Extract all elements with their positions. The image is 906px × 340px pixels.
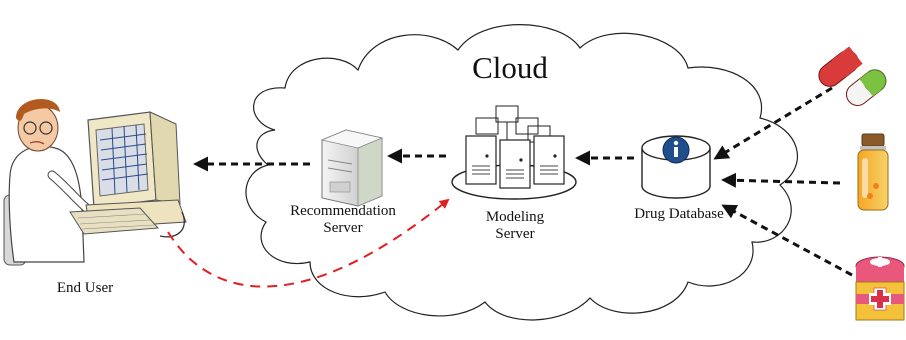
- modeling-server-label: Modeling Server: [470, 209, 560, 243]
- arrow-pillbox-to-database: [721, 204, 853, 277]
- modeling-server-label-line2: Server: [495, 226, 535, 242]
- arrow-user-feedback-to-modeling: [167, 198, 450, 288]
- arrow-bottle-to-database: [721, 172, 841, 188]
- info-database-icon: [641, 135, 711, 199]
- user-at-computer-icon: [3, 99, 187, 266]
- server-icon: [320, 129, 384, 207]
- pill-bottle-icon: [857, 133, 889, 211]
- recommendation-server-label: Recommendation Server: [268, 203, 418, 237]
- arrow-capsule-to-database: [713, 86, 833, 160]
- recommendation-server-label-line2: Server: [323, 220, 363, 236]
- drug-database-label: Drug Database: [634, 206, 724, 222]
- end-user-label: End User: [56, 280, 114, 296]
- pill-box-icon: [855, 256, 905, 321]
- modeling-server-label-line1: Modeling: [485, 209, 545, 225]
- server-cluster-icon: [451, 105, 577, 200]
- recommendation-server-label-line1: Recommendation: [290, 203, 396, 219]
- cloud-title: Cloud: [472, 50, 548, 85]
- capsule-icon: [818, 46, 887, 106]
